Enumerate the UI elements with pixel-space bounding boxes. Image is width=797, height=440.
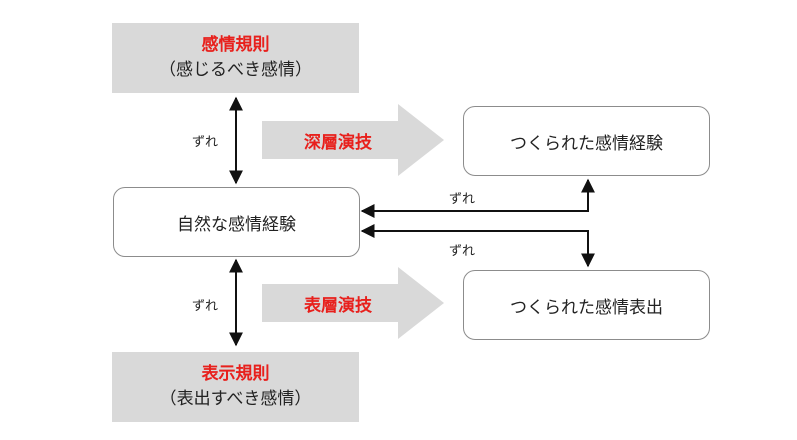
- feeling-rules-subtitle: （感じるべき感情）: [159, 60, 312, 80]
- display-rules-subtitle: （表出すべき感情）: [159, 389, 312, 409]
- natural-experience-label: 自然な感情経験: [177, 214, 296, 235]
- gap-label-upper-right: ずれ: [449, 192, 476, 207]
- gap-label-lower-right: ずれ: [449, 244, 476, 259]
- gap-label-bottom: ずれ: [192, 299, 219, 314]
- elbow-arrow-lower: [360, 224, 595, 268]
- surface-acting-arrow: [262, 267, 444, 339]
- made-experience-box: つくられた感情経験: [463, 106, 710, 176]
- display-rules-box: 表示規則 （表出すべき感情）: [112, 352, 359, 422]
- surface-acting-label: 表層演技: [304, 295, 372, 316]
- made-expression-box: つくられた感情表出: [463, 270, 710, 340]
- deep-acting-label: 深層演技: [304, 132, 372, 153]
- feeling-rules-title: 感情規則: [201, 35, 270, 55]
- natural-experience-box: 自然な感情経験: [113, 187, 360, 257]
- feeling-rules-box: 感情規則 （感じるべき感情）: [112, 23, 359, 93]
- elbow-arrow-upper: [360, 178, 595, 218]
- display-rules-title: 表示規則: [201, 364, 270, 384]
- made-experience-label: つくられた感情経験: [510, 133, 663, 154]
- gap-label-top: ずれ: [192, 135, 219, 150]
- made-expression-label: つくられた感情表出: [510, 297, 663, 318]
- deep-acting-arrow: [262, 104, 444, 176]
